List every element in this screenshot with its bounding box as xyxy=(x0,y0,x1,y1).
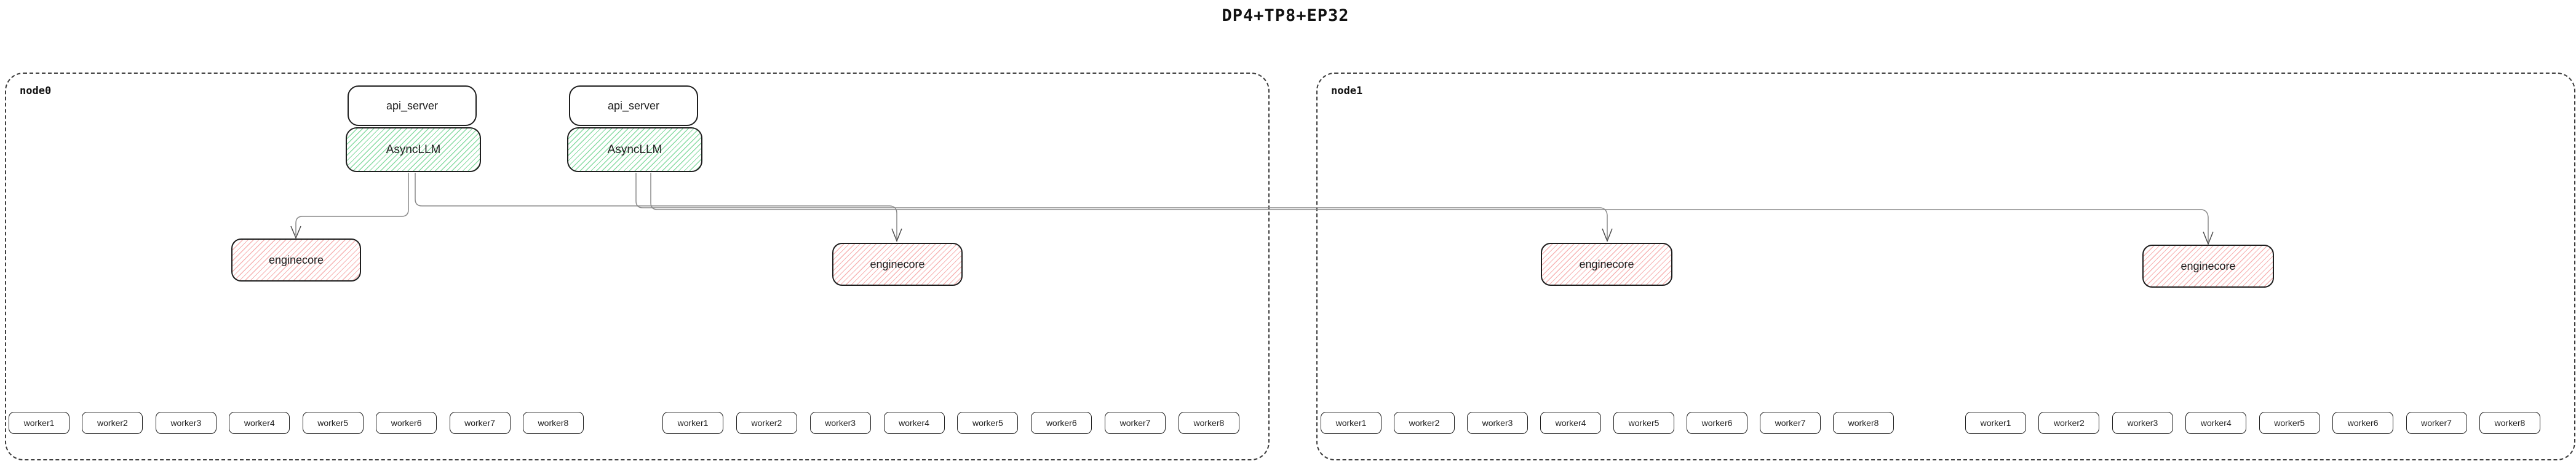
worker-box-worker8: worker8 xyxy=(1833,412,1894,434)
worker-box-worker7: worker7 xyxy=(449,412,511,434)
api-server-box-1: api_server xyxy=(348,85,477,126)
asyncllm-box-2: AsyncLLM xyxy=(567,127,702,172)
api-server-label-2: api_server xyxy=(607,99,660,112)
enginecore-label-2: enginecore xyxy=(870,258,925,270)
node1-label: node1 xyxy=(1331,85,1363,97)
asyncllm-box-1: AsyncLLM xyxy=(346,127,481,172)
worker-box-worker2: worker2 xyxy=(82,412,143,434)
worker-box-worker8: worker8 xyxy=(2479,412,2540,434)
node0-container: node0 xyxy=(5,73,1270,460)
enginecore-box-3: enginecore xyxy=(1541,243,1672,286)
api-server-box-2: api_server xyxy=(569,85,698,126)
worker-group-node0-1: worker1 worker2 worker3 worker4 worker5 worke… xyxy=(9,412,584,434)
worker-box-worker4: worker4 xyxy=(2185,412,2247,434)
node0-label: node0 xyxy=(20,85,52,97)
enginecore-label-4: enginecore xyxy=(2180,259,2236,272)
worker-box-worker8: worker8 xyxy=(522,412,584,434)
worker-box-worker1: worker1 xyxy=(1965,412,2026,434)
worker-group-node0-2: worker1 worker2 worker3 worker4 worker5 worke… xyxy=(662,412,1239,434)
worker-box-worker7: worker7 xyxy=(1760,412,1821,434)
worker-box-worker1: worker1 xyxy=(662,412,723,434)
worker-box-worker5: worker5 xyxy=(1613,412,1674,434)
api-server-label-1: api_server xyxy=(386,99,439,112)
worker-box-worker5: worker5 xyxy=(957,412,1019,434)
node1-container: node1 xyxy=(1316,73,2575,460)
worker-box-worker3: worker3 xyxy=(155,412,217,434)
worker-box-worker4: worker4 xyxy=(1540,412,1601,434)
worker-box-worker3: worker3 xyxy=(2112,412,2173,434)
enginecore-label-1: enginecore xyxy=(268,253,324,266)
worker-box-worker6: worker6 xyxy=(376,412,437,434)
worker-group-node1-1: worker1 worker2 worker3 worker4 worker5 worke… xyxy=(1321,412,1894,434)
enginecore-box-1: enginecore xyxy=(231,238,361,282)
asyncllm-label-2: AsyncLLM xyxy=(607,143,662,156)
worker-box-worker3: worker3 xyxy=(809,412,871,434)
worker-box-worker6: worker6 xyxy=(2332,412,2394,434)
diagram-title: DP4+TP8+EP32 xyxy=(1222,6,1350,25)
worker-box-worker1: worker1 xyxy=(1321,412,1381,434)
enginecore-box-4: enginecore xyxy=(2142,245,2274,288)
worker-box-worker2: worker2 xyxy=(2038,412,2100,434)
worker-box-worker3: worker3 xyxy=(1467,412,1528,434)
worker-box-worker7: worker7 xyxy=(1105,412,1166,434)
worker-box-worker6: worker6 xyxy=(1031,412,1092,434)
worker-box-worker6: worker6 xyxy=(1687,412,1747,434)
worker-box-worker5: worker5 xyxy=(302,412,364,434)
enginecore-label-3: enginecore xyxy=(1579,258,1634,270)
worker-group-node1-2: worker1 worker2 worker3 worker4 worker5 worke… xyxy=(1965,412,2540,434)
worker-box-worker4: worker4 xyxy=(883,412,945,434)
asyncllm-label-1: AsyncLLM xyxy=(386,143,441,156)
worker-box-worker7: worker7 xyxy=(2406,412,2467,434)
worker-box-worker1: worker1 xyxy=(9,412,70,434)
worker-box-worker8: worker8 xyxy=(1178,412,1239,434)
enginecore-box-2: enginecore xyxy=(832,243,963,286)
worker-box-worker2: worker2 xyxy=(736,412,797,434)
worker-box-worker5: worker5 xyxy=(2259,412,2320,434)
worker-box-worker4: worker4 xyxy=(229,412,290,434)
worker-box-worker2: worker2 xyxy=(1394,412,1455,434)
